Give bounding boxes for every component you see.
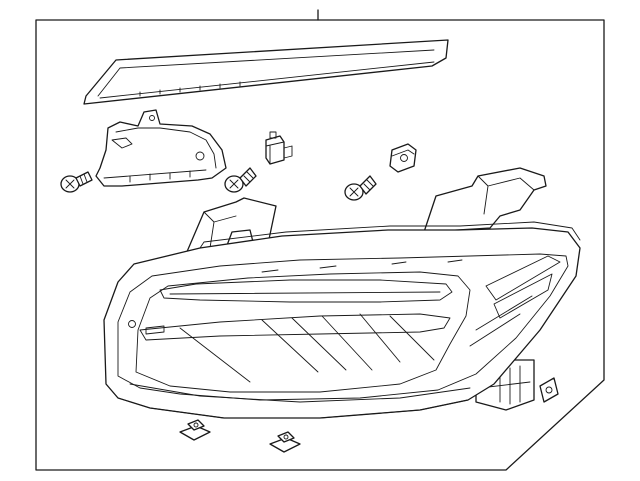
mounting-bracket [95,109,227,187]
parts-box [35,9,605,471]
headlamp-assembly [103,167,581,419]
screw-left [60,171,93,193]
trim-strip [83,39,449,105]
clip-upper-right [389,143,417,173]
small-clip-right [539,377,559,403]
nut-clip-left [179,419,211,441]
screw-right [344,175,377,201]
clip-upper-center [265,131,293,165]
screw-center [224,167,257,193]
nut-clip-right [269,431,301,453]
